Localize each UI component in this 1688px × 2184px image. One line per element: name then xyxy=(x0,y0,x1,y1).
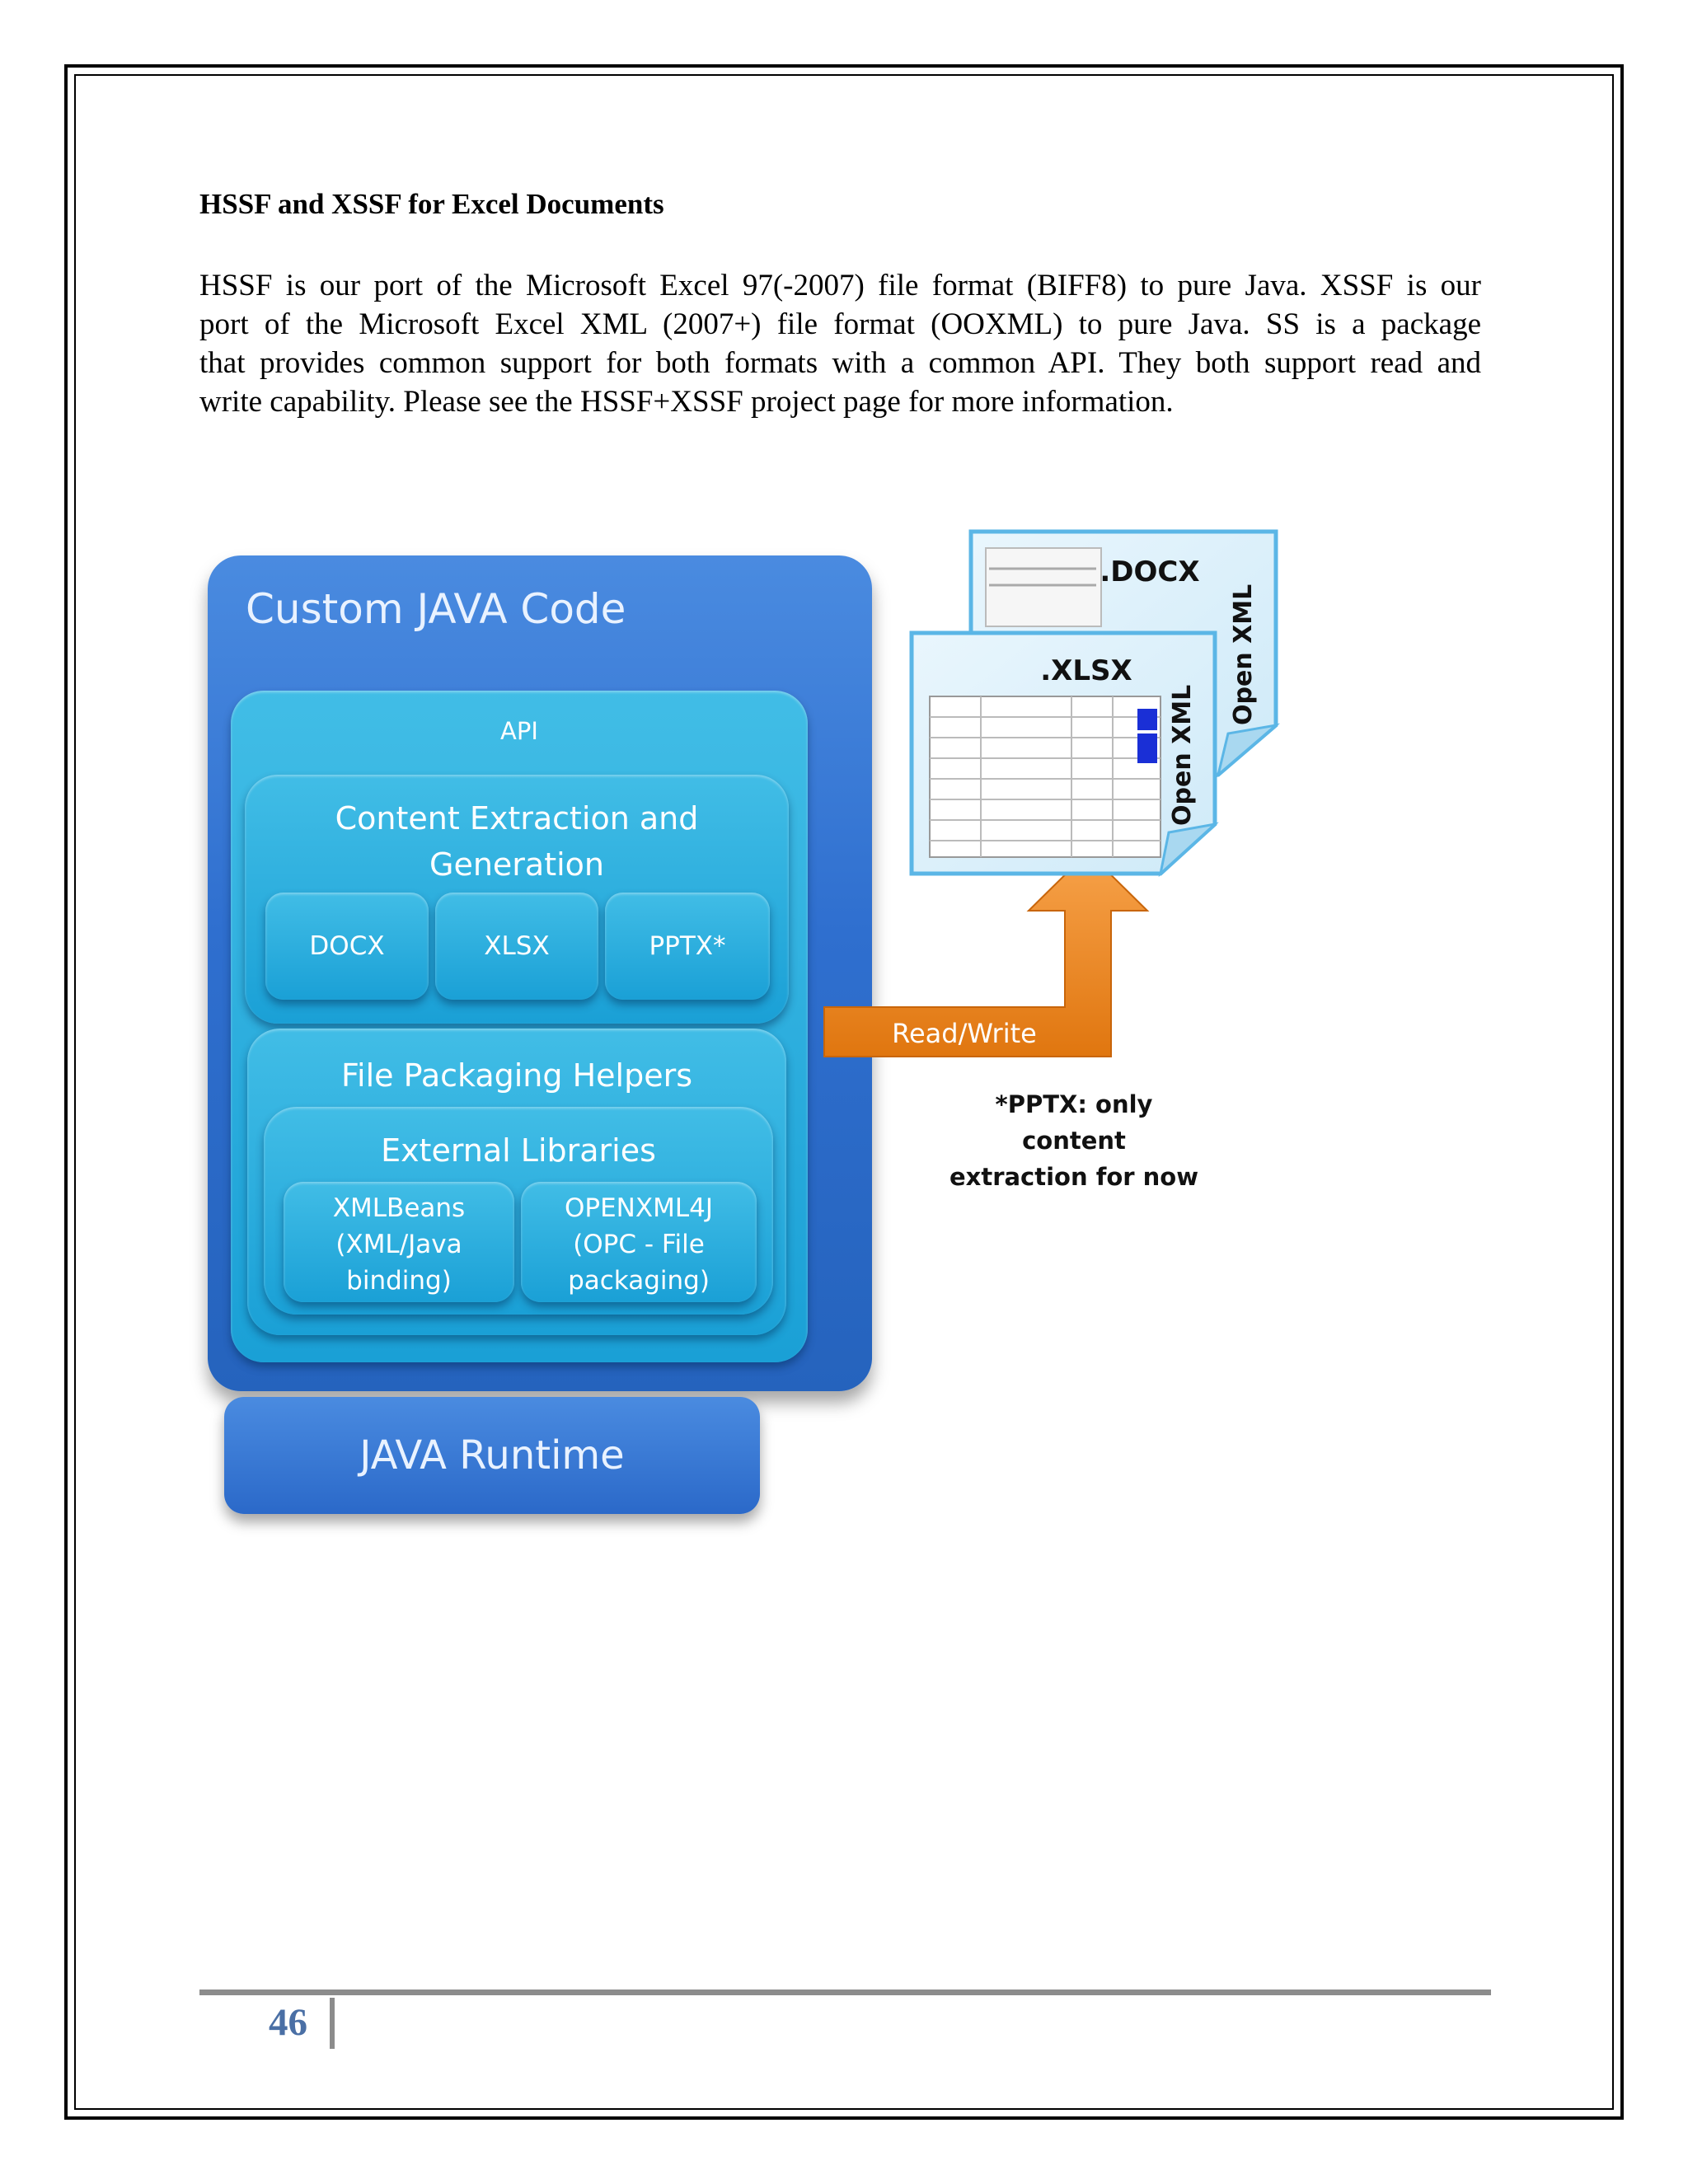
format-pptx-box: PPTX* xyxy=(605,893,770,1000)
pptx-footnote-line: extraction for now xyxy=(946,1159,1202,1195)
xmlbeans-line: (XML/Java xyxy=(284,1226,514,1263)
footer-rule xyxy=(199,1990,1491,1995)
page-number-separator xyxy=(330,1998,335,2049)
api-label: API xyxy=(231,717,808,745)
openxml4j-line: packaging) xyxy=(521,1263,757,1299)
xmlbeans-line: XMLBeans xyxy=(284,1190,514,1226)
xmlbeans-box: XMLBeans (XML/Java binding) xyxy=(284,1182,514,1302)
paragraph-line: HSSF is our port of the Microsoft Excel … xyxy=(199,266,1481,305)
body-paragraph: HSSF is our port of the Microsoft Excel … xyxy=(199,266,1481,421)
section-heading: HSSF and XSSF for Excel Documents xyxy=(199,188,664,221)
paragraph-line: that provides common support for both fo… xyxy=(199,344,1481,382)
format-xlsx-box: XLSX xyxy=(435,893,598,1000)
external-libraries-label: External Libraries xyxy=(264,1132,773,1169)
java-runtime-box: JAVA Runtime xyxy=(224,1397,760,1514)
paragraph-line: write capability. Please see the HSSF+XS… xyxy=(199,382,1481,421)
file-packaging-label: File Packaging Helpers xyxy=(247,1057,786,1094)
pptx-footnote: *PPTX: only content extraction for now xyxy=(946,1086,1202,1195)
format-docx-box: DOCX xyxy=(265,893,429,1000)
paragraph-line: port of the Microsoft Excel XML (2007+) … xyxy=(199,305,1481,344)
content-extraction-line: Generation xyxy=(245,841,789,888)
openxml4j-box: OPENXML4J (OPC - File packaging) xyxy=(521,1182,757,1302)
page-number: 46 xyxy=(269,2000,307,2045)
xmlbeans-line: binding) xyxy=(284,1263,514,1299)
custom-java-code-label: Custom JAVA Code xyxy=(246,585,626,633)
openxml4j-line: (OPC - File xyxy=(521,1226,757,1263)
content-extraction-label: Content Extraction and Generation xyxy=(245,795,789,888)
openxml4j-line: OPENXML4J xyxy=(521,1190,757,1226)
pptx-footnote-line: *PPTX: only content xyxy=(946,1086,1202,1159)
content-extraction-line: Content Extraction and xyxy=(245,795,789,841)
